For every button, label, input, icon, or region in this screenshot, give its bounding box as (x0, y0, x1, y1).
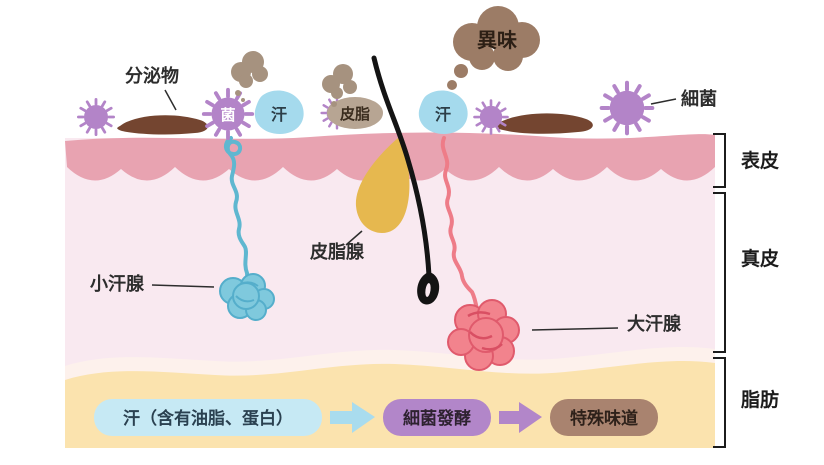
sebum-surface-blob: 皮脂 (327, 97, 383, 129)
odor-cloud (447, 6, 540, 90)
fat-bracket (713, 357, 726, 448)
sebaceous-label: 皮脂腺 (310, 241, 365, 263)
bacteria-label: 細菌 (681, 88, 717, 110)
flow-step3-label: 特殊味道 (570, 408, 638, 429)
callouts: 分泌物 細菌 小汗腺 皮脂腺 大汗腺 (90, 65, 717, 335)
flow-step1-box (94, 399, 322, 436)
apocrine-label: 大汗腺 (627, 313, 682, 335)
secretion-smear-left (117, 115, 208, 135)
flow-arrow-1-icon (330, 402, 375, 433)
layer-brackets (713, 133, 726, 448)
flow-step2-label: 細菌發酵 (403, 408, 471, 429)
apocrine-gland (440, 136, 520, 371)
secretion-label: 分泌物 (125, 65, 179, 87)
eccrine-label: 小汗腺 (90, 273, 145, 295)
flow-arrow-2-icon (499, 402, 542, 433)
epidermis-bracket (713, 133, 726, 188)
smell-puff-left (231, 51, 268, 102)
smell-puff-mid (322, 64, 357, 107)
hair (371, 55, 440, 305)
sweat-label-right: 汗 (435, 105, 451, 124)
bacterium-icon (77, 98, 115, 137)
flow-chart: 汗（含有油脂、蛋白） 細菌發酵 特殊味道 (94, 399, 658, 436)
flow-step2-box (383, 399, 491, 436)
sweat-droplet-right: 汗 (418, 90, 468, 134)
germ-label: 菌 (220, 106, 235, 124)
fat-label: 脂肪 (741, 388, 779, 411)
sweat-label-left: 汗 (271, 105, 287, 124)
eccrine-gland (219, 136, 275, 321)
secretion-smear-right (495, 113, 593, 134)
odor-label: 異味 (477, 28, 517, 52)
dermis-label: 真皮 (741, 247, 779, 270)
sebaceous-gland (355, 138, 410, 233)
dermis-bracket (713, 192, 726, 353)
layer-labels: 表皮 真皮 脂肪 (741, 149, 779, 411)
sebum-label: 皮脂 (340, 105, 370, 123)
epidermis-label: 表皮 (741, 149, 779, 172)
sweat-droplet-left: 汗 (254, 90, 304, 134)
bacterium-icon (602, 83, 653, 134)
flow-step1-label: 汗（含有油脂、蛋白） (123, 408, 293, 429)
flow-step3-box (550, 399, 658, 436)
